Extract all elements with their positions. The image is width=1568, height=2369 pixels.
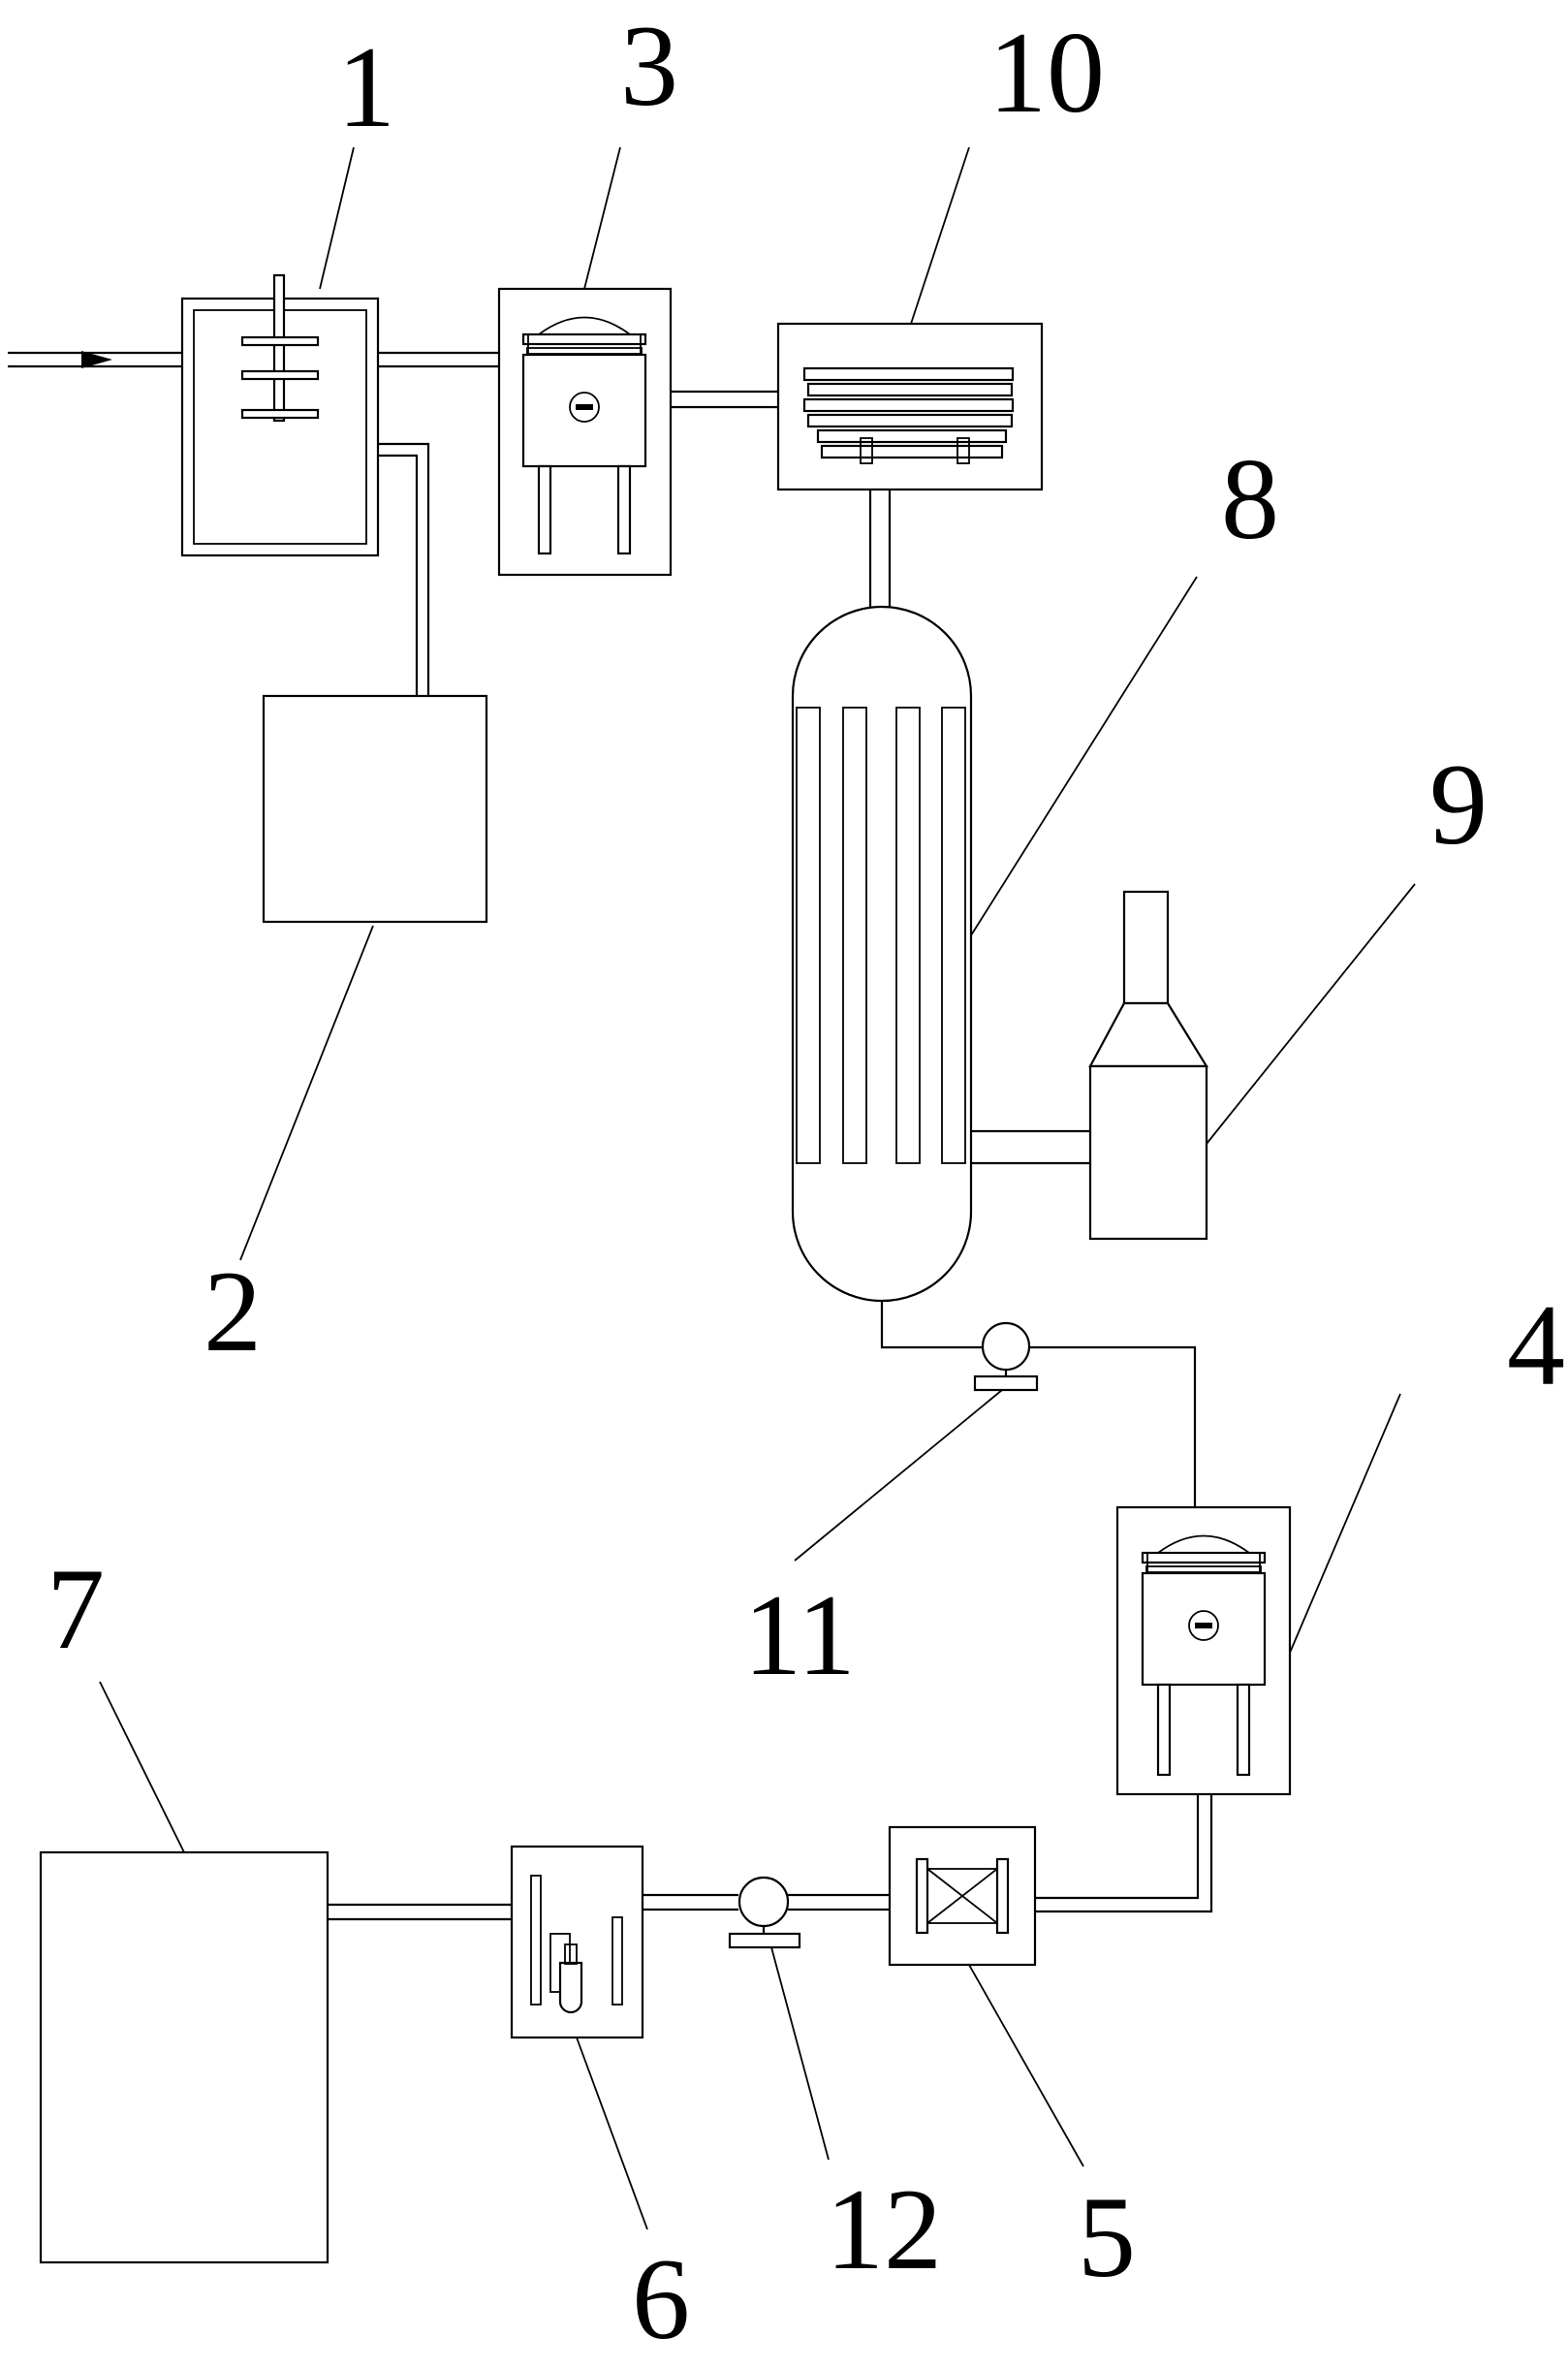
leader-8 [970,576,1198,936]
pump-12 [728,1876,801,1949]
unit-5 [888,1825,1037,1967]
pipe-dryer-to-column [868,490,892,611]
pipe-tank-to-filter [378,351,499,368]
leader-11 [794,1389,1003,1562]
label-3: 3 [620,1,678,130]
pipe-filter-4-to-unit-5 [1035,1794,1213,1913]
label-7: 7 [47,1544,105,1673]
filter-press-3 [497,287,673,577]
leader-3 [583,146,621,290]
label-5: 5 [1078,2172,1136,2301]
number-labels: 1 2 3 4 5 6 7 8 9 10 11 12 [47,1,1565,2363]
label-1: 1 [337,22,395,151]
leader-12 [770,1946,830,2161]
leader-1 [319,146,355,290]
pipe-unit-5-to-unit-6 [643,1893,890,1911]
storage-box-7 [39,1850,329,2264]
label-8: 8 [1221,434,1279,563]
storage-box-2 [262,694,488,924]
pipe-filter-to-dryer [671,390,778,409]
inlet-arrow [8,351,182,368]
label-6: 6 [632,2234,690,2363]
unit-9 [1088,890,1208,1241]
pipe-column-to-filter-4 [880,1301,1197,1507]
pipe-column-to-unit-9 [971,1129,1090,1165]
leader-6 [576,2037,648,2230]
dryer-10 [776,322,1044,491]
pipe-tank-to-box-2 [378,442,430,696]
label-2: 2 [204,1247,262,1375]
label-11: 11 [743,1570,856,1699]
leader-9 [1206,883,1416,1145]
stirred-tank [180,273,380,557]
leader-lines [99,146,1416,2230]
pipe-unit-6-to-box-7 [328,1903,512,1921]
pump-11 [973,1321,1039,1392]
label-9: 9 [1429,740,1488,869]
column-8 [791,605,973,1303]
unit-6 [510,1845,644,2039]
leader-4 [1289,1393,1401,1654]
leader-10 [910,146,970,325]
label-10: 10 [988,8,1105,137]
label-12: 12 [826,2164,942,2293]
leader-7 [99,1681,185,1853]
leader-2 [239,925,374,1261]
label-4: 4 [1507,1280,1565,1409]
filter-press-4 [1115,1505,1292,1796]
leader-5 [968,1964,1084,2167]
